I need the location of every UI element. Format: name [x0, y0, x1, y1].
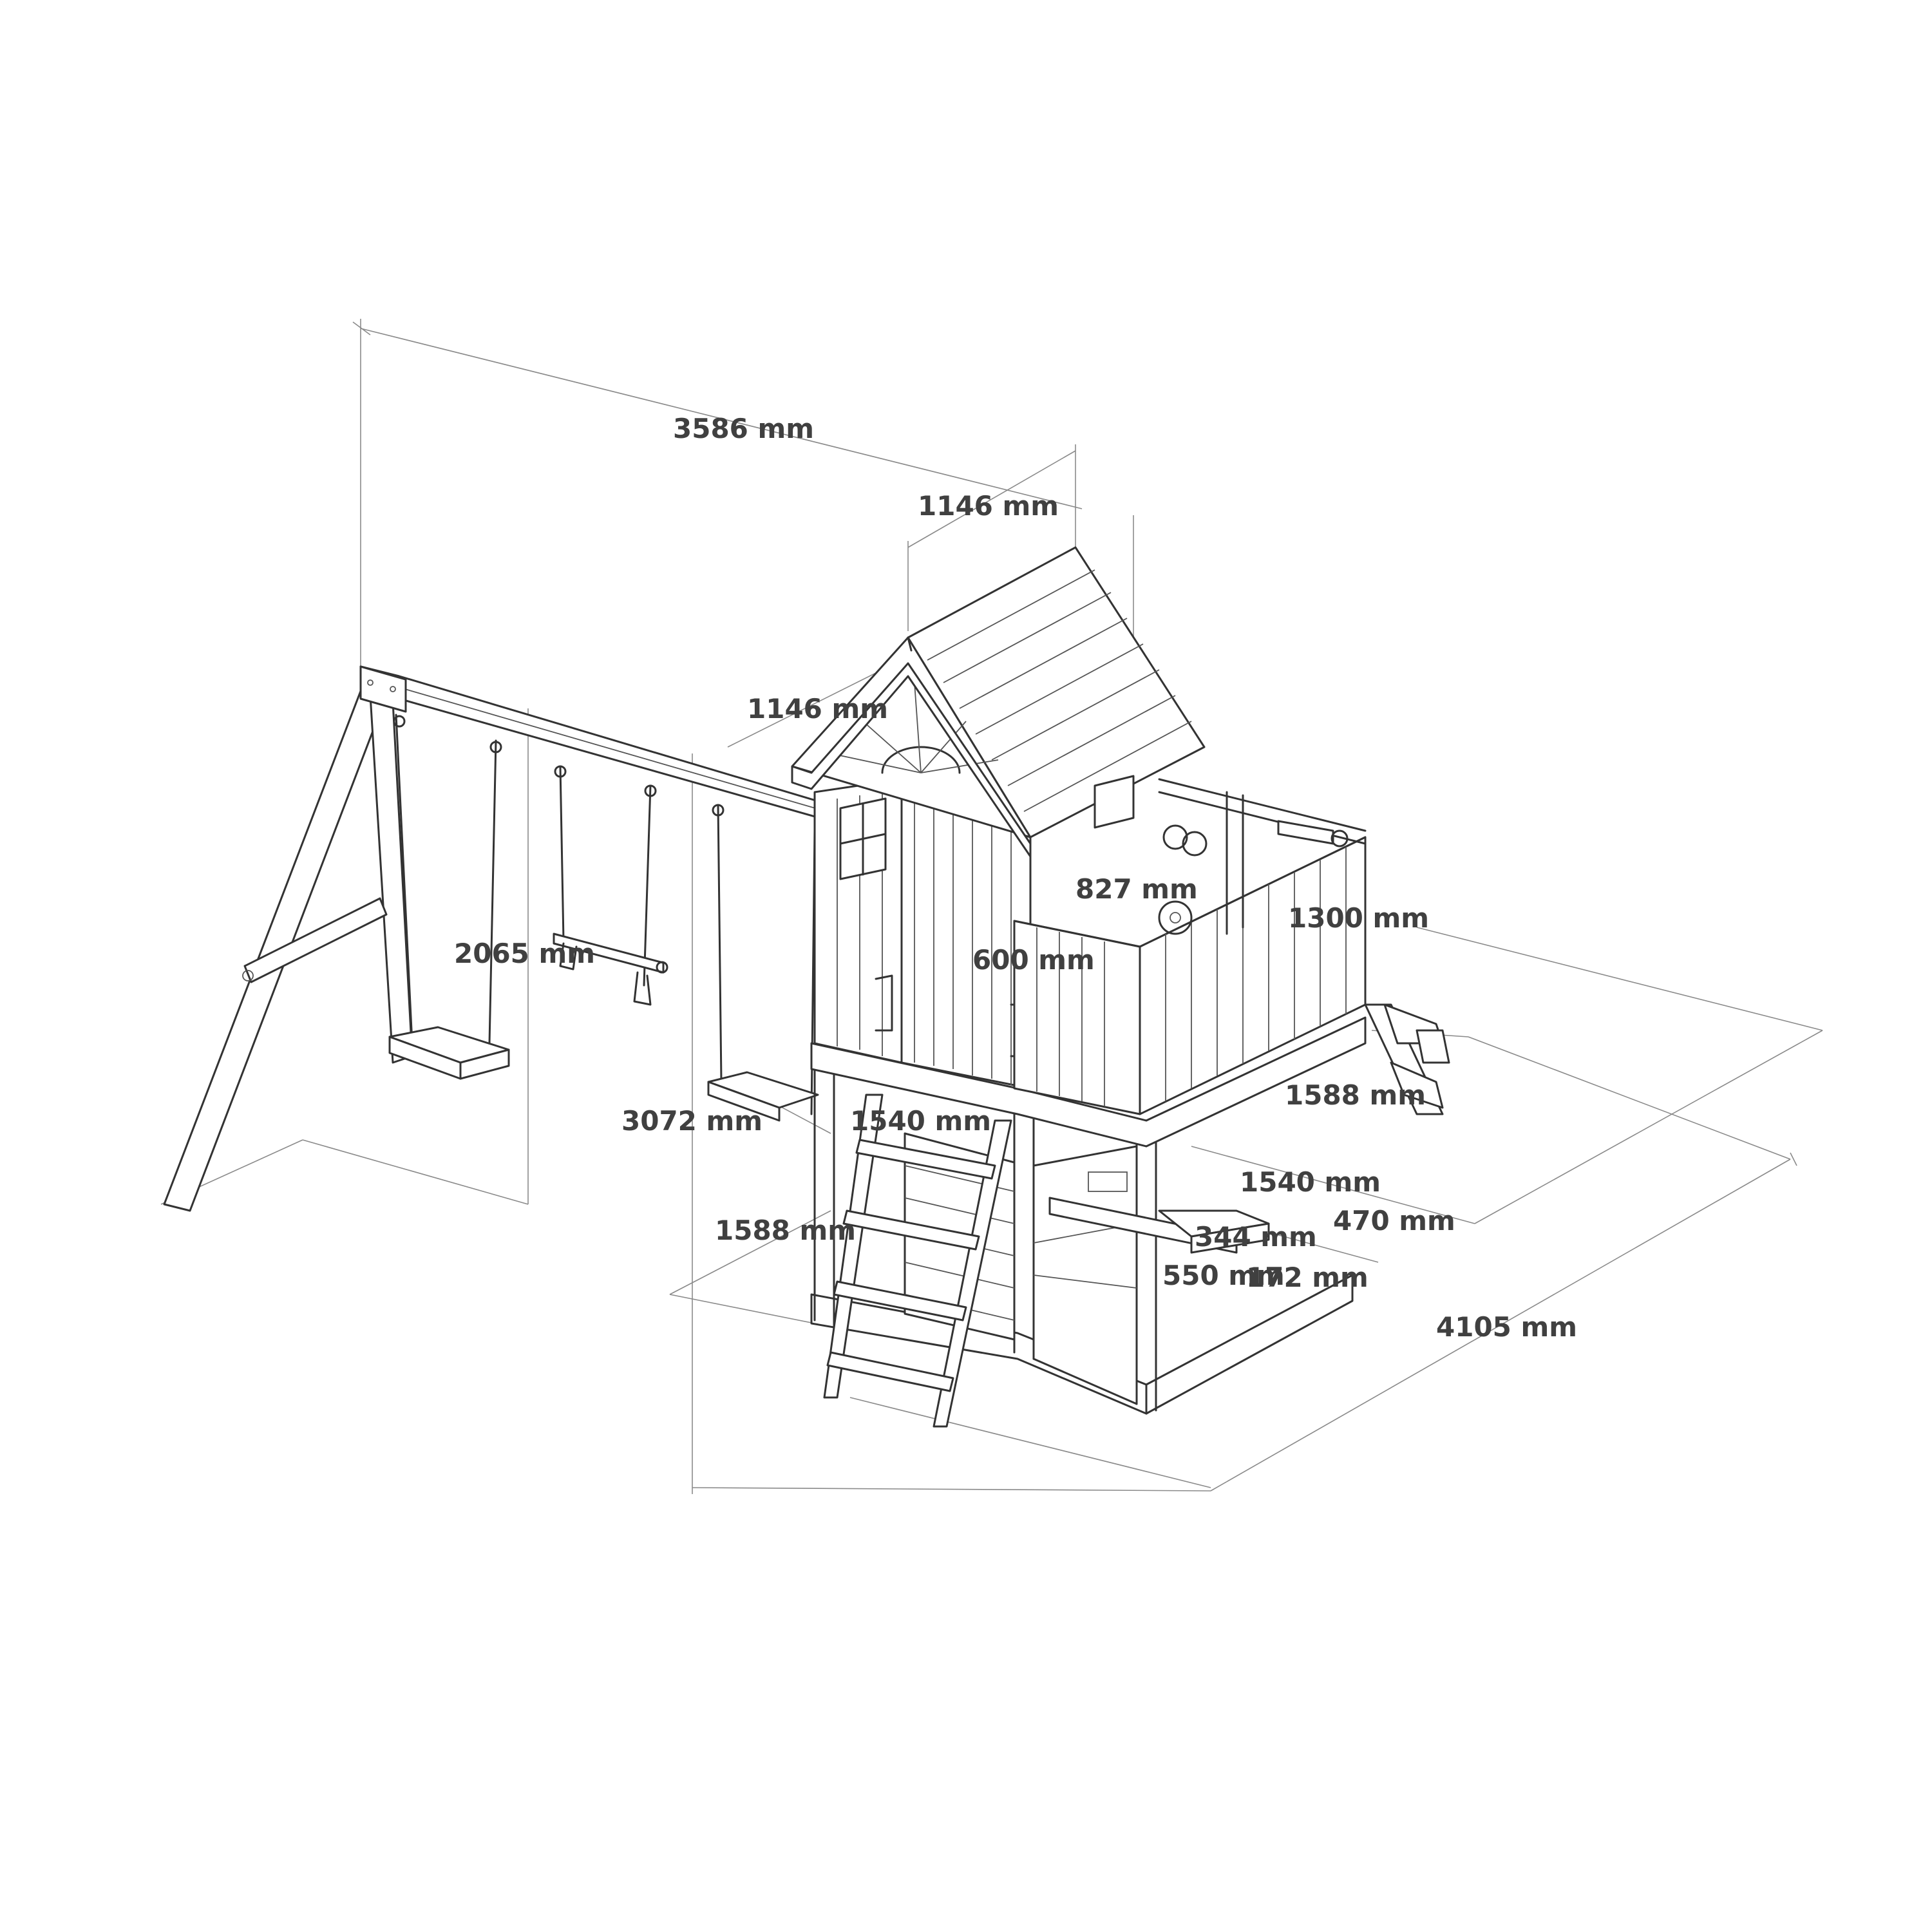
beam-end-plate — [359, 665, 407, 713]
label-swing-height: 2065 mm — [454, 938, 595, 969]
label-roof-width-front: 1146 mm — [747, 693, 888, 724]
gable-sunburst — [881, 746, 961, 774]
label-platform-width: 1540 mm — [850, 1105, 991, 1137]
a-frame-leg-back — [163, 681, 388, 1212]
swing-frame — [163, 665, 832, 1212]
platform-band — [810, 1016, 1367, 1148]
label-platform-depth-right: 1588 mm — [1285, 1079, 1426, 1111]
belt-swing — [388, 714, 510, 1080]
label-platform-depth-left: 1588 mm — [715, 1215, 856, 1246]
ladder — [823, 1094, 1012, 1428]
lower-wall — [904, 1132, 1138, 1405]
label-overall-length: 3586 mm — [673, 413, 814, 444]
house-window — [839, 797, 887, 880]
roof — [791, 546, 1206, 858]
back-window — [1094, 775, 1135, 829]
door-handle — [875, 974, 893, 1032]
label-door-width: 600 mm — [972, 944, 1095, 976]
trapeze-bar — [553, 765, 668, 1006]
steering-wheel-icon — [1158, 900, 1193, 935]
slide — [1364, 1003, 1450, 1115]
label-bench-width: 344 mm — [1195, 1221, 1317, 1253]
label-platform-width-right: 1540 mm — [1240, 1166, 1381, 1198]
swing-beam — [359, 665, 832, 822]
label-ladder-width: 827 mm — [1075, 873, 1198, 905]
dimension-lines — [160, 319, 1823, 1494]
flat-swing — [707, 804, 819, 1122]
label-side-height: 1300 mm — [1288, 902, 1429, 934]
a-frame-brace — [243, 897, 388, 983]
label-overall-height: 3072 mm — [621, 1105, 762, 1137]
label-bench-length: 550 mm — [1162, 1260, 1285, 1291]
balcony-railing — [1013, 836, 1367, 1115]
label-overall-width: 4105 mm — [1436, 1311, 1577, 1343]
label-roof-depth-top: 1146 mm — [918, 490, 1059, 522]
label-bench-height: 172 mm — [1246, 1262, 1368, 1293]
dimension-labels: 3586 mm 1146 mm 1146 mm 2065 mm 3072 mm … — [454, 413, 1577, 1343]
a-frame-leg-front — [369, 694, 413, 1064]
swing-set — [388, 714, 819, 1122]
bench — [1048, 1171, 1270, 1254]
back-railing — [1158, 778, 1367, 935]
roof-panel — [907, 546, 1206, 838]
play-tower — [791, 546, 1450, 1428]
label-slide-offset: 470 mm — [1333, 1205, 1455, 1236]
telescope-icon — [1277, 820, 1334, 845]
